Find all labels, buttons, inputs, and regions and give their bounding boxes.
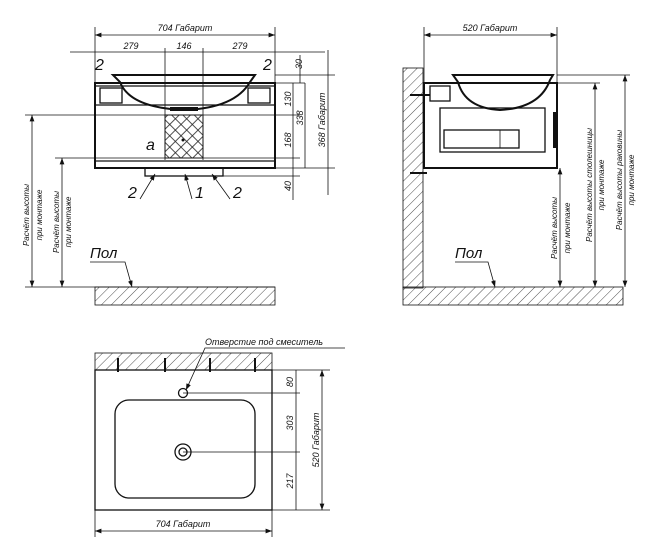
countertop-height-label: Расчёт высоты столешницы [585, 128, 594, 242]
basin-side [451, 74, 555, 112]
segment-center-dimension: 146 [176, 41, 191, 51]
dim-168: 168 [283, 132, 293, 147]
dim-303: 303 [285, 415, 295, 430]
top-view: Отверстие под смеситель 80 303 217 520 Г… [94, 337, 345, 537]
height-label-sub: при монтаже [35, 189, 44, 240]
cabinet-side [423, 82, 558, 169]
front-width-dimension: 704 Габарит [158, 23, 213, 33]
segment-left-dimension: 279 [122, 41, 138, 51]
legs [144, 167, 224, 177]
floor-label: Пол [90, 245, 118, 262]
bracket-right [247, 87, 271, 104]
dim-30: 30 [294, 59, 304, 69]
dim-80: 80 [285, 377, 295, 387]
dim-130: 130 [283, 91, 293, 106]
front-height-dimension: 368 Габарит [317, 92, 327, 147]
side-view: 520 Габарит Расчёт высоты при монтаже Ра… [402, 23, 636, 306]
side-depth-dimension: 520 Габарит [463, 23, 518, 33]
dim-338: 338 [295, 110, 305, 125]
detail-label: a [146, 137, 155, 154]
callout-2: 2 [232, 185, 242, 202]
floor-hatch [402, 286, 624, 306]
front-view: 704 Габарит 279 146 279 a 2 2 2 1 2 [22, 23, 335, 306]
height-label: Расчёт высоты [550, 197, 559, 259]
floor-label: Пол [455, 245, 483, 262]
basin-top [114, 399, 256, 499]
countertop-top [94, 369, 273, 511]
top-width-dimension: 704 Габарит [156, 519, 211, 529]
wall-hatch [94, 352, 273, 371]
floor-hatch [94, 286, 276, 306]
height-label-sub: при монтаже [64, 196, 73, 247]
dim-40: 40 [283, 181, 293, 191]
height-label: Расчёт высоты [22, 184, 31, 246]
callout-2: 2 [94, 57, 104, 74]
wall-hatch [402, 67, 424, 289]
top-depth-dimension: 520 Габарит [311, 412, 321, 467]
height-label-sub: при монтаже [597, 159, 606, 210]
segment-right-dimension: 279 [231, 41, 247, 51]
detail-tile [164, 114, 204, 159]
height-label-sub: при монтаже [563, 202, 572, 253]
height-label: Расчёт высоты [52, 191, 61, 253]
callout-2: 2 [262, 57, 272, 74]
dim-217: 217 [285, 473, 295, 490]
bracket-left [99, 87, 123, 104]
basin-height-label: Расчёт высоты раковины [615, 130, 624, 230]
callout-1: 1 [195, 185, 204, 202]
callout-2: 2 [127, 185, 137, 202]
height-label-sub: при монтаже [627, 154, 636, 205]
mixer-hole-label: Отверстие под смеситель [205, 337, 323, 347]
